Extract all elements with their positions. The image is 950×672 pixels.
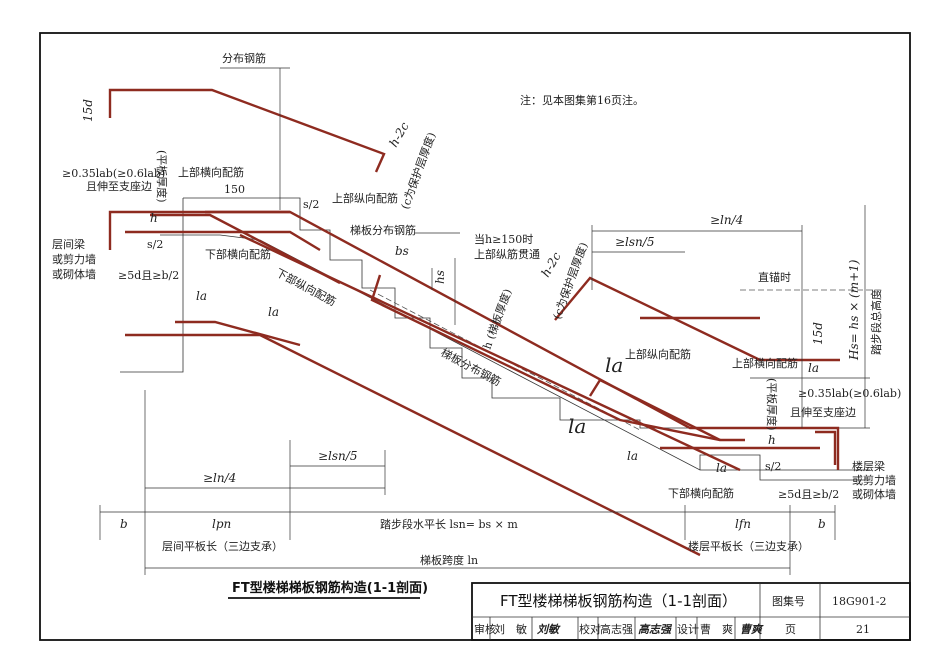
label-beam-left-1: 层间梁 (52, 237, 85, 251)
top-longitudinal-bar (205, 210, 840, 470)
label-beam-right-2: 或剪力墙 (852, 473, 896, 487)
atlas-label: 图集号 (772, 594, 805, 608)
label-lsn5-left: ≥lsn/5 (318, 449, 357, 463)
label-15d-right: 15d (811, 322, 825, 345)
label-dist-bar-mid: 梯板分布钢筋 (350, 223, 416, 237)
label-la-r1: la (627, 449, 638, 463)
dim-span: 梯板跨度 ln (420, 553, 478, 567)
label-beam-right-1: 楼层梁 (852, 459, 885, 473)
label-cover-top: (c为保护层厚度) (398, 130, 439, 211)
left-bottom-bar (125, 230, 321, 252)
label-upper-longitudinal-right: 上部纵向配筋 (625, 347, 691, 361)
label-ln4-left: ≥ln/4 (203, 471, 236, 485)
label-la-right: la (808, 361, 819, 375)
dim-landing-right: 楼层平板长（三边支承） (688, 539, 809, 553)
checker-name: 高志强 (600, 622, 633, 636)
label-la-big2: la (568, 414, 586, 438)
checker-signature: 高志强 (638, 623, 673, 636)
reviewer-signature: 刘敏 (537, 623, 561, 636)
label-bs: bs (395, 244, 409, 258)
title-block-title: FT型楼梯梯板钢筋构造（1-1剖面） (500, 592, 737, 610)
figure-caption: FT型楼梯梯板钢筋构造(1-1剖面) (232, 580, 428, 596)
label-lower-transverse-left: 下部横向配筋 (205, 247, 271, 261)
reviewer-name: 刘 敏 (494, 622, 527, 636)
review-label: 审核 (474, 622, 496, 636)
label-s2-left: s/2 (147, 238, 163, 251)
label-s2-top: s/2 (303, 198, 319, 211)
left-anchor-bar-2 (125, 333, 701, 557)
label-beam-left-2: 或剪力墙 (52, 252, 96, 266)
label-la-left1: la (196, 289, 207, 303)
label-upper-longitudinal-mid: 上部纵向配筋 (332, 191, 398, 205)
dim-b-right: b (818, 517, 826, 531)
dim-lpn: lpn (212, 517, 231, 531)
design-label: 设计 (677, 623, 699, 636)
label-h2c-right: h-2c (538, 250, 563, 280)
label-h-slab: h (梯板厚度) (480, 287, 515, 351)
dim-lfn: lfn (735, 517, 751, 531)
page-number: 21 (856, 623, 870, 636)
label-straight-anchor: 直锚时 (758, 270, 791, 284)
label-h-right: h (768, 433, 776, 447)
label-lsn5-right: ≥lsn/5 (615, 235, 654, 249)
right-hook-down (815, 430, 837, 465)
left-anchor-bar-1 (175, 320, 301, 347)
label-ln4-right: ≥ln/4 (710, 213, 743, 227)
label-when-h150-1: 当h≥150时 (474, 232, 533, 246)
label-beam-right-3: 或砌体墙 (852, 487, 896, 501)
label-upper-transverse-right: 上部横向配筋 (732, 356, 798, 370)
title-block: FT型楼梯梯板钢筋构造（1-1剖面） 图集号 18G901-2 审核 刘 敏 刘… (471, 582, 911, 641)
label-h2c-top: h-2c (386, 120, 411, 150)
dim-landing-left: 层间平板长（三边支承） (162, 539, 283, 553)
label-anchor-left-2: 且伸至支座边 (86, 179, 152, 193)
label-5d-left: ≥5d且≥b/2 (118, 269, 179, 282)
label-150: 150 (224, 183, 245, 196)
mid-hooked-bar (370, 274, 745, 442)
annotations: 分布钢筋 15d ≥0.35lab(≥0.6lab) 且伸至支座边 (平板厚度)… (52, 51, 901, 501)
atlas-number: 18G901-2 (832, 595, 887, 608)
label-distribution-bar: 分布钢筋 (222, 51, 266, 65)
bottom-longitudinal-bar (239, 233, 741, 472)
label-15d: 15d (81, 99, 95, 122)
label-la-left2: la (268, 305, 279, 319)
designer-name: 曹 爽 (700, 623, 733, 636)
right-hook-bar (588, 378, 721, 442)
label-lower-longitudinal: 下部纵向配筋 (274, 265, 339, 308)
label-slab-thickness-right: (平板厚度) (765, 378, 779, 431)
note-text: 注：见本图集第16页注。 (520, 93, 644, 107)
span-dimensions: b lpn 踏步段水平长 lsn= bs × m lfn b 层间平板长（三边支… (120, 517, 826, 567)
dim-step-length: 踏步段水平长 lsn= bs × m (380, 517, 518, 531)
label-h-left: h (150, 211, 158, 225)
label-upper-transverse-left: 上部横向配筋 (178, 165, 244, 179)
rebars (108, 88, 840, 557)
label-s2-right: s/2 (765, 460, 781, 473)
label-hs: hs (433, 270, 447, 284)
upper-bent-bar (108, 88, 386, 173)
label-dist-bar-low: 梯板分布钢筋 (439, 345, 504, 388)
label-5d-right: ≥5d且≥b/2 (778, 488, 839, 501)
dimension-lines (99, 67, 870, 575)
label-anchor-left: ≥0.35lab(≥0.6lab) (62, 167, 165, 180)
label-hs-total: Hs= hs × (m+1) (847, 259, 861, 361)
label-anchor-right-2: 且伸至支座边 (790, 405, 856, 419)
check-label: 校对 (579, 622, 601, 636)
designer-signature: 曹爽 (740, 623, 764, 636)
label-when-h150-2: 上部纵筋贯通 (474, 247, 540, 261)
dim-b-left: b (120, 517, 128, 531)
label-la-big1: la (605, 353, 623, 377)
label-slab-thickness-left: (平板厚度) (155, 150, 169, 203)
page-label: 页 (785, 623, 796, 636)
label-beam-left-3: 或砌体墙 (52, 267, 96, 281)
label-lower-transverse-right: 下部横向配筋 (668, 486, 734, 500)
label-step-height: 踏步段总高度 (869, 289, 883, 355)
label-la-r2: la (716, 461, 727, 475)
label-anchor-right: ≥0.35lab(≥0.6lab) (798, 387, 901, 400)
